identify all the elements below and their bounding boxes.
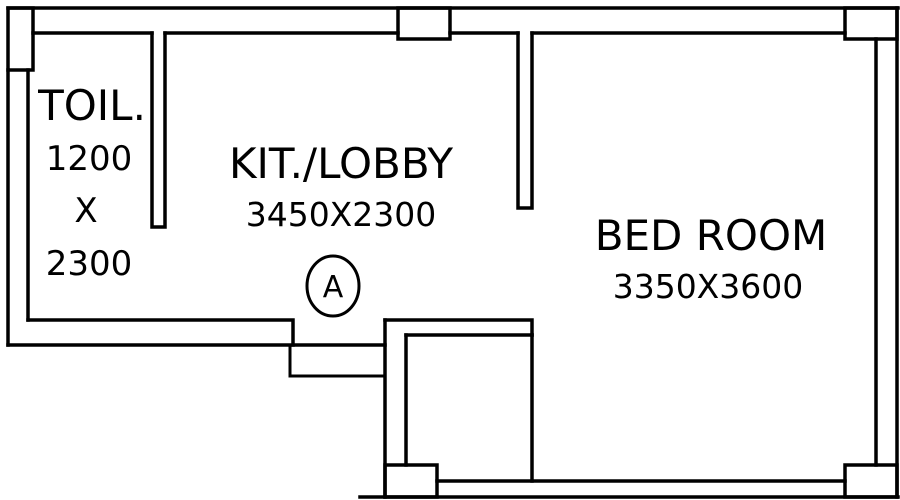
marker-circle [305, 254, 361, 318]
entry-step [288, 345, 385, 378]
bedroom-name: BED ROOM [595, 211, 828, 260]
bedroom-dims: 3350X3600 [613, 267, 804, 306]
kitchen-lobby-dims: 3450X2300 [246, 195, 437, 234]
column-top-left [6, 6, 35, 72]
inner-wall-bottom-kitchen [26, 318, 295, 347]
marker-label: A [323, 270, 344, 305]
column-bottom-left [383, 463, 439, 499]
toilet-width: 1200 [46, 139, 133, 179]
partition-toilet-kitchen [150, 31, 167, 229]
passage-wall-top-outer [383, 318, 534, 337]
column-bottom-right [843, 463, 899, 499]
partition-kitchen-bedroom [516, 31, 534, 210]
kitchen-lobby-name: KIT./LOBBY [229, 139, 453, 188]
column-top-middle [396, 6, 452, 41]
column-top-right [843, 6, 899, 41]
toilet-dim-separator: X [74, 191, 97, 231]
toilet-name: TOIL. [37, 81, 146, 130]
section-marker: A [305, 254, 361, 318]
toilet-height: 2300 [46, 244, 133, 284]
